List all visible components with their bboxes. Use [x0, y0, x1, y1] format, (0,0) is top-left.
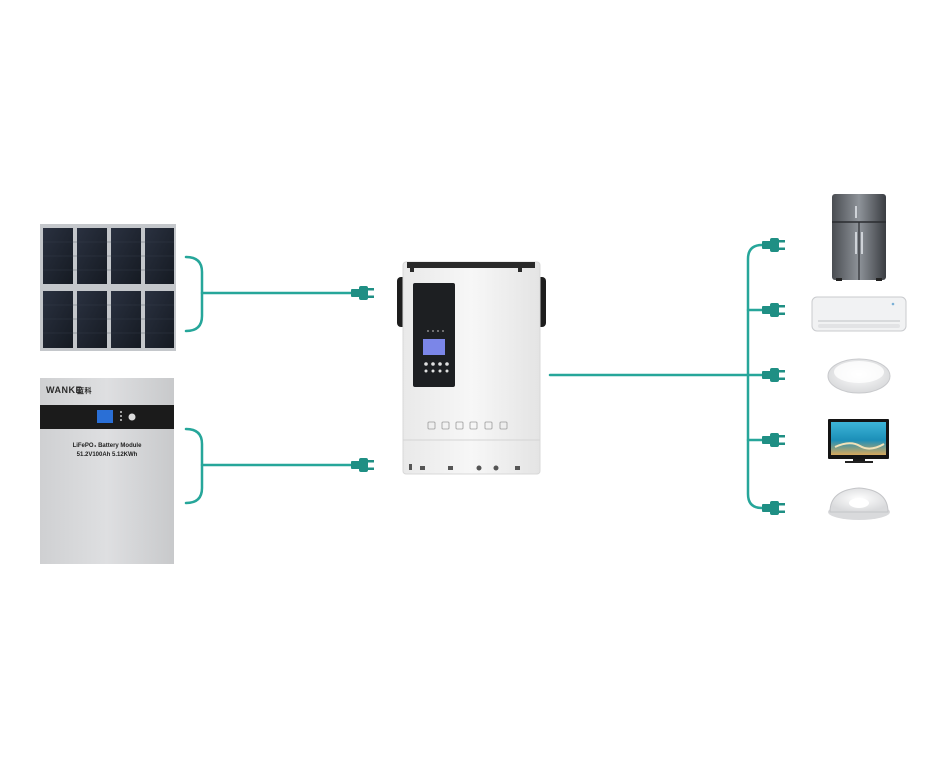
- refrigerator-icon: [832, 194, 886, 281]
- load-plug-icon: [762, 501, 785, 515]
- battery-input-plug-icon: [351, 458, 374, 472]
- output-connectors: [548, 243, 764, 510]
- load-plug-icon: [762, 368, 785, 382]
- inverter-front-panel: [413, 283, 455, 387]
- battery-brand-suffix: 蓝科: [77, 386, 92, 395]
- battery-module-icon: WANKE 蓝科 LiFePO₄ Battery Module 51.2V100…: [40, 378, 174, 564]
- solar-input-plug-icon: [351, 286, 374, 300]
- battery-display: [97, 410, 113, 423]
- ceiling-lamp-icon: [828, 487, 890, 520]
- inverter-lcd: [423, 339, 445, 355]
- battery-label-line2: 51.2V100Ah 5.12KWh: [77, 452, 138, 458]
- air-conditioner-icon: [811, 296, 907, 332]
- load-plug-icon: [762, 238, 785, 252]
- source-connectors: [184, 255, 354, 505]
- hybrid-inverter-icon: [397, 261, 546, 475]
- battery-brand: WANKE: [46, 385, 82, 395]
- load-plug-icon: [762, 433, 785, 447]
- battery-power-button: [128, 413, 136, 421]
- load-plug-icon: [762, 303, 785, 317]
- solar-panel-icon: [40, 224, 176, 351]
- ceiling-light-icon: [827, 358, 891, 394]
- television-icon: [828, 419, 889, 463]
- battery-label-line1: LiFePO₄ Battery Module: [73, 443, 143, 449]
